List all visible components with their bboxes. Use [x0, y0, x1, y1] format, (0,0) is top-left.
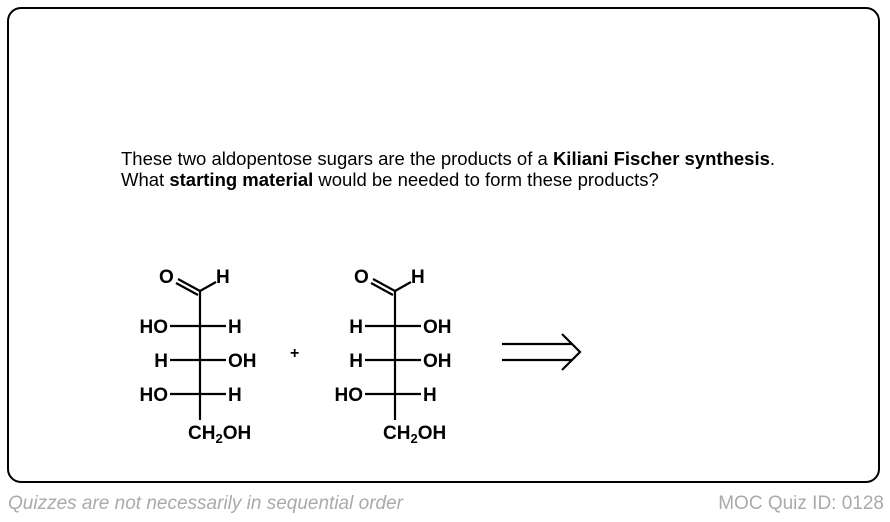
- aldehyde-h-bond: [199, 281, 217, 292]
- q-bold: Kiliani Fischer synthesis: [552, 148, 770, 169]
- left-substituent: H: [349, 351, 363, 372]
- left-substituent: HO: [140, 385, 169, 406]
- right-substituent: H: [228, 385, 242, 406]
- ch2oh-label: CH2OH: [383, 423, 446, 446]
- q-part: would be needed to form these products?: [313, 169, 659, 190]
- hydrogen-label: H: [216, 267, 230, 288]
- oxygen-label: O: [159, 267, 174, 288]
- right-substituent: H: [423, 385, 437, 406]
- hydrogen-label: H: [411, 267, 425, 288]
- left-substituent: HO: [140, 317, 169, 338]
- carbonyl-bond: [175, 282, 199, 296]
- left-substituent: H: [349, 317, 363, 338]
- right-substituent: OH: [423, 351, 452, 372]
- left-substituent: HO: [335, 385, 364, 406]
- right-substituent: H: [228, 317, 242, 338]
- right-substituent: OH: [228, 351, 257, 372]
- question-text: These two aldopentose sugars are the pro…: [121, 148, 821, 190]
- q-bold: starting material: [169, 169, 314, 190]
- quiz-card: [7, 7, 880, 483]
- carbonyl-bond: [177, 278, 201, 292]
- q-part: . What: [121, 148, 776, 190]
- plus-sign: +: [290, 345, 299, 362]
- left-substituent: H: [154, 351, 168, 372]
- oxygen-label: O: [354, 267, 369, 288]
- footer-note: Quizzes are not necessarily in sequentia…: [8, 493, 403, 514]
- retrosynthesis-arrow-icon: [502, 333, 582, 371]
- quiz-id: MOC Quiz ID: 0128: [718, 493, 884, 514]
- aldehyde-h-bond: [394, 281, 412, 292]
- right-substituent: OH: [423, 317, 452, 338]
- carbonyl-bond: [370, 282, 394, 296]
- carbonyl-bond: [372, 278, 396, 292]
- q-part: These two aldopentose sugars are the pro…: [121, 148, 553, 169]
- ch2oh-label: CH2OH: [188, 423, 251, 446]
